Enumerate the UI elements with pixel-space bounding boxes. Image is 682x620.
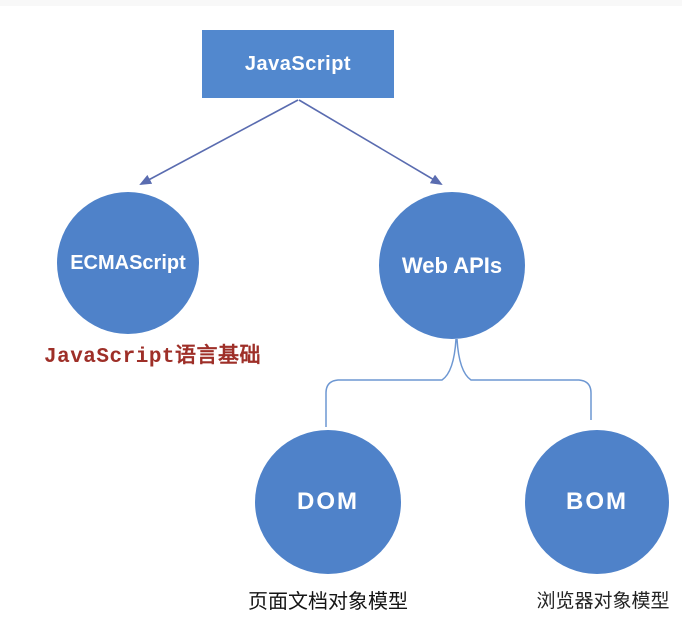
node-javascript[interactable]: JavaScript	[202, 30, 394, 98]
node-webapis[interactable]: Web APIs	[379, 192, 525, 339]
node-dom[interactable]: DOM	[255, 430, 401, 574]
dom-annotation: 页面文档对象模型	[248, 591, 408, 613]
node-webapis-label: Web APIs	[401, 252, 503, 278]
node-bom-label: BOM	[566, 488, 628, 515]
node-dom-label: DOM	[297, 488, 359, 515]
node-ecmascript-label: ECMAScript	[70, 251, 186, 274]
bom-annotation: 浏览器对象模型	[536, 591, 670, 612]
connector-webapis-to-dom	[325, 338, 457, 427]
node-ecmascript[interactable]: ECMAScript	[57, 192, 199, 334]
top-edge-strip	[0, 0, 682, 6]
connector-webapis-to-bom	[456, 338, 592, 420]
node-javascript-label: JavaScript	[244, 52, 352, 75]
node-bom[interactable]: BOM	[525, 430, 669, 574]
ecmascript-annotation: JavaScript语言基础	[44, 346, 262, 369]
arrow-javascript-to-webapis	[298, 99, 443, 186]
arrow-javascript-to-ecmascript	[139, 99, 299, 185]
